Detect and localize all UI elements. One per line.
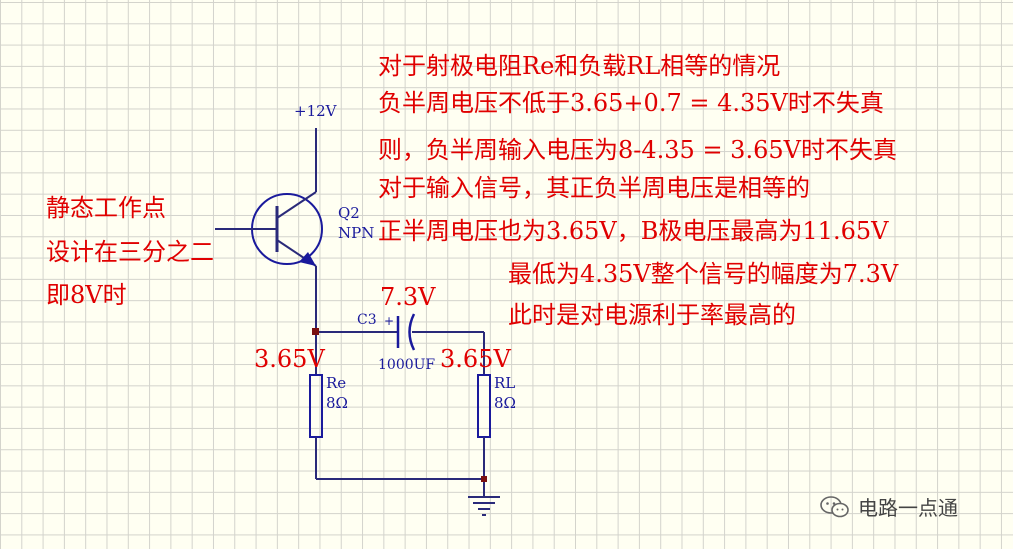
side-note-3: 即8V时 bbox=[46, 281, 127, 309]
re-ref: Re bbox=[326, 374, 347, 392]
load-voltage: 3.65V bbox=[440, 345, 511, 373]
emitter-voltage: 3.65V bbox=[254, 345, 325, 373]
emitter-node bbox=[312, 328, 319, 335]
note-line-1: 对于射极电阻Re和负载RL相等的情况 bbox=[378, 52, 781, 80]
side-note-1: 静态工作点 bbox=[46, 194, 166, 222]
collector-lead bbox=[276, 191, 317, 219]
note-line-4: 对于输入信号，其正负半周电压是相等的 bbox=[378, 174, 810, 202]
cap-plus: + bbox=[384, 314, 395, 328]
re-value: 8Ω bbox=[326, 394, 348, 412]
supply-label: +12V bbox=[294, 102, 337, 120]
emitter-arrow bbox=[299, 252, 316, 266]
note-line-3: 则，负半周输入电压为8-4.35 = 3.65V时不失真 bbox=[378, 136, 897, 164]
rl-ref: RL bbox=[494, 374, 516, 392]
cap-swing-voltage: 7.3V bbox=[380, 283, 436, 311]
rl-resistor bbox=[477, 374, 491, 438]
transistor-type: NPN bbox=[338, 224, 375, 242]
note-line-6: 最低为4.35V整个信号的幅度为7.3V bbox=[508, 260, 899, 288]
wechat-icon bbox=[820, 495, 849, 517]
cap-plate-negative bbox=[408, 313, 416, 351]
note-line-5: 正半周电压也为3.65V，B极电压最高为11.65V bbox=[378, 217, 889, 245]
watermark-text: 电路一点通 bbox=[858, 496, 958, 520]
ground-node bbox=[481, 476, 487, 482]
watermark: 电路一点通 bbox=[820, 492, 958, 521]
rl-value: 8Ω bbox=[494, 394, 516, 412]
cap-ref: C3 bbox=[357, 312, 377, 328]
cap-value: 1000UF bbox=[378, 357, 436, 373]
note-line-2: 负半周电压不低于3.65+0.7 = 4.35V时不失真 bbox=[378, 89, 884, 117]
re-resistor bbox=[309, 374, 323, 438]
side-note-2: 设计在三分之二 bbox=[46, 238, 214, 266]
note-line-7: 此时是对电源利于率最高的 bbox=[508, 301, 796, 329]
transistor-ref: Q2 bbox=[338, 204, 360, 222]
